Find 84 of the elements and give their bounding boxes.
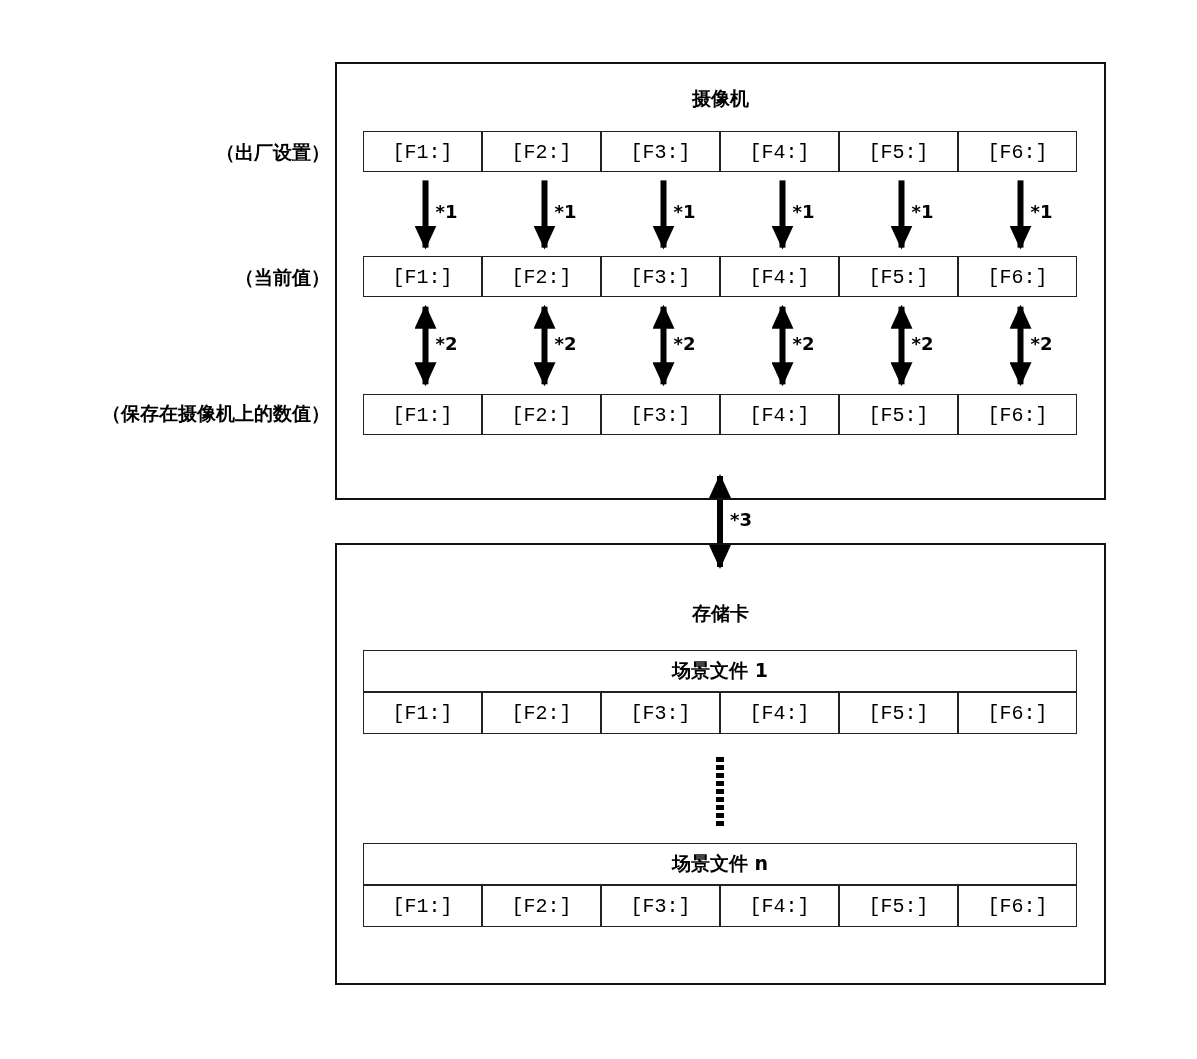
node-label: [F3:] (629, 140, 692, 163)
field-cell (363, 131, 482, 172)
node-label: [F6:] (986, 701, 1049, 725)
container-box (335, 62, 1106, 500)
field-cell (720, 131, 839, 172)
field-cell (958, 131, 1077, 172)
field-cell (482, 131, 601, 172)
field-cell (482, 692, 601, 734)
node-label: [F1:] (391, 701, 454, 725)
node-label: 场景文件 1 (670, 658, 769, 683)
node-label: [F1:] (391, 403, 454, 426)
node-label: 存储卡 (691, 601, 750, 626)
node-label: [F5:] (867, 701, 930, 725)
node-label: [F5:] (867, 403, 930, 426)
arrow (414, 304, 437, 387)
field-cell (839, 394, 958, 435)
arrow (771, 304, 794, 387)
node-label: [F4:] (748, 894, 811, 918)
field-cell (363, 256, 482, 297)
arrow (771, 180, 794, 250)
node-label: [F5:] (867, 265, 930, 288)
field-cell (839, 885, 958, 927)
field-cell (958, 885, 1077, 927)
node-label: [F3:] (629, 403, 692, 426)
field-cell (720, 256, 839, 297)
field-cell (363, 885, 482, 927)
field-cell (839, 256, 958, 297)
arrow (709, 474, 731, 569)
node-label: 摄像机 (690, 86, 750, 111)
field-cell (720, 885, 839, 927)
node-label: [F5:] (867, 140, 930, 163)
node-label: [F4:] (748, 701, 811, 725)
field-cell (482, 885, 601, 927)
field-cell (601, 692, 720, 734)
header-box (363, 650, 1077, 692)
node-label: [F4:] (748, 140, 811, 163)
arrow (533, 304, 556, 387)
node-label: [F2:] (510, 140, 573, 163)
arrow (890, 304, 913, 387)
arrow (533, 180, 556, 250)
field-cell (482, 256, 601, 297)
field-cell (363, 692, 482, 734)
row-label: （出厂设置） (216, 140, 330, 165)
field-cell (601, 885, 720, 927)
field-cell (958, 394, 1077, 435)
arrow (414, 180, 437, 250)
arrow (1009, 180, 1032, 250)
field-cell (601, 131, 720, 172)
node-label: [F1:] (391, 140, 454, 163)
field-cell (720, 692, 839, 734)
row-label: （当前值） (235, 265, 330, 290)
node-label: [F5:] (867, 894, 930, 918)
node-label: [F6:] (986, 403, 1049, 426)
arrow (1009, 304, 1032, 387)
row-label: （保存在摄像机上的数值） (102, 401, 330, 426)
node-label: [F2:] (510, 403, 573, 426)
node-label: [F2:] (510, 701, 573, 725)
node-label: [F4:] (748, 265, 811, 288)
node-label: [F6:] (986, 894, 1049, 918)
field-cell (601, 394, 720, 435)
node-label: [F4:] (748, 403, 811, 426)
field-cell (720, 394, 839, 435)
node-label: [F6:] (986, 140, 1049, 163)
node-label: [F6:] (986, 265, 1049, 288)
field-cell (839, 692, 958, 734)
field-cell (482, 394, 601, 435)
field-cell (839, 131, 958, 172)
node-label: [F2:] (510, 265, 573, 288)
field-cell (958, 256, 1077, 297)
node-label: [F1:] (391, 894, 454, 918)
arrow (652, 180, 675, 250)
node-label: [F2:] (510, 894, 573, 918)
field-cell (601, 256, 720, 297)
field-cell (363, 394, 482, 435)
arrow (652, 304, 675, 387)
arrow (890, 180, 913, 250)
container-box (335, 543, 1106, 985)
node-label: [F3:] (629, 265, 692, 288)
node-label: [F3:] (629, 701, 692, 725)
node-label: [F3:] (629, 894, 692, 918)
node-label: [F1:] (391, 265, 454, 288)
header-box (363, 843, 1077, 885)
node-label: 场景文件 n (670, 851, 770, 876)
field-cell (958, 692, 1077, 734)
